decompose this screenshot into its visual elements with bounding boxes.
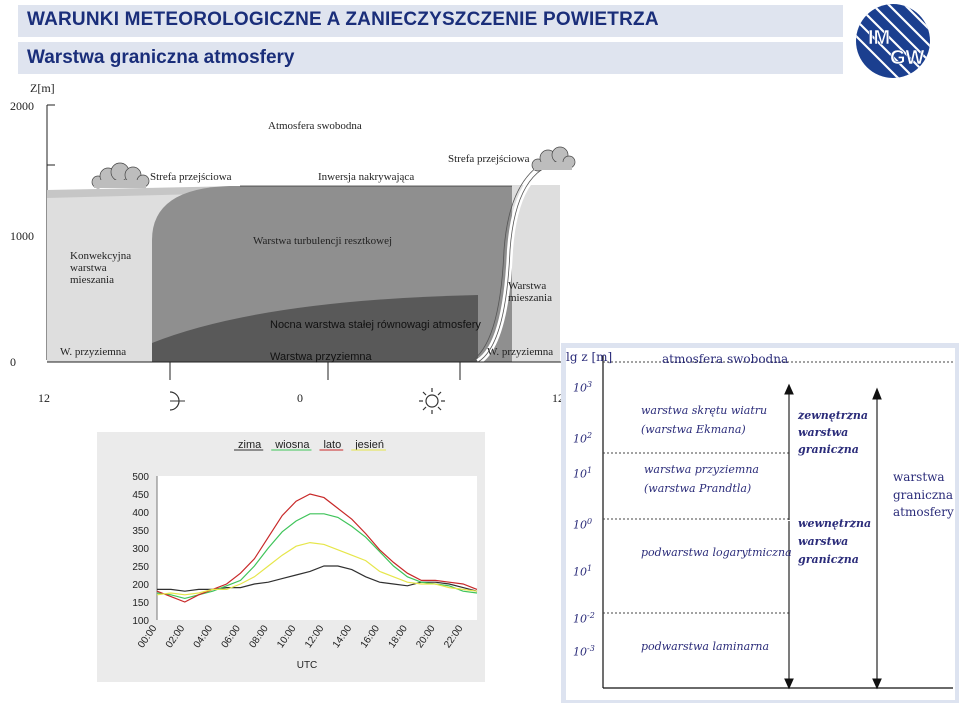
time-tick-label: 0 [297,391,303,405]
legend-label: wiosna [274,439,310,451]
lgz-axis-label: lg z [m] [566,350,613,364]
legend-label: jesień [354,439,384,451]
logo-text-im: IM [868,27,890,49]
y-tick-label: 200 [132,580,149,591]
mixed-layer-right-label: Warstwa mieszania [508,280,552,304]
y-tick-label: 1000 [10,229,34,243]
tick-1e-2: 10-2 [573,611,595,626]
entrainment-zone-right-label: Strefa przejściowa [448,153,530,165]
sun-icon [419,388,445,414]
laminar-sublayer-text: podwarstwa laminarna [641,640,770,653]
tick-1e2: 102 [573,431,593,446]
inner-bl-text-2: warstwa [798,535,849,548]
y-tick-label: 2000 [10,99,34,113]
boundary-layer-diagram [46,104,576,414]
convective-mixed-layer-label: Konwekcyjna warstwa mieszania [70,250,132,286]
subtitle-bar: Warstwa graniczna atmosfery [18,42,843,74]
surface-layer-text-2: (warstwa Prandtla) [644,482,752,495]
y-tick-label: 150 [132,598,149,609]
y-tick-label: 450 [132,490,149,501]
legend-label: zima [238,439,262,451]
y-tick-label: 500 [132,472,149,483]
entrainment-zone-left-label: Strefa przejściowa [150,171,232,183]
inner-bl-text-1: wewnętrzna [798,517,872,530]
moon-icon [169,391,185,411]
tick-1e0: 100 [573,517,593,532]
y-tick-label: 250 [132,562,149,573]
imgw-logo: IM GW [856,4,930,78]
tick-1e-1: 101 [573,564,593,579]
y-tick-label: 0 [10,355,16,369]
outer-bl-text-2: warstwa [798,426,849,439]
page-title: WARUNKI METEOROLOGICZNE A ZANIECZYSZCZEN… [27,9,659,30]
tick-1e-3: 10-3 [573,644,595,659]
surface-layer-text-1: warstwa przyziemna [644,463,759,476]
capping-inversion-label: Inwersja nakrywająca [318,171,415,183]
logo-text-gw: GW [890,47,925,69]
chart-legend: zima wiosna lato jesień [234,439,386,451]
series-line-wiosna [156,513,478,600]
abl-text-3: atmosfery [893,505,954,519]
cloud-icon [531,146,576,172]
log-sublayer-text: podwarstwa logarytmiczna [641,546,792,559]
tick-1e3: 103 [573,380,593,395]
atmospheric-layers-diagram [561,343,959,703]
y-tick-label: 100 [132,616,149,627]
surface-layer-right-label: W. przyziemna [487,346,554,358]
surface-layer-left-label: W. przyziemna [60,346,127,358]
tick-1e1: 101 [573,466,593,481]
free-atmosphere-label: Atmosfera swobodna [268,120,362,132]
free-atmosphere-text: atmosfera swobodna [662,352,789,366]
cloud-icon [91,162,150,189]
x-axis-label: UTC [297,660,318,671]
inner-bl-text-3: graniczna [798,553,859,566]
time-tick-label: 12 [38,391,50,405]
stable-boundary-layer-label: Nocna warstwa stałej równowagi atmosfery [270,319,481,331]
abl-text-2: graniczna [893,488,954,502]
y-tick-label: 350 [132,526,149,537]
title-bar: WARUNKI METEOROLOGICZNE A ZANIECZYSZCZEN… [18,5,843,37]
z-axis-label: Z[m] [30,81,55,95]
outer-bl-text-3: graniczna [798,443,859,456]
plot-area [157,476,477,620]
ekman-layer-text-2: (warstwa Ekmana) [641,423,746,436]
abl-text-1: warstwa [893,470,945,484]
residual-layer-label: Warstwa turbulencji resztkowej [253,235,393,247]
mixing-height-chart: zima wiosna lato jesień 100 150 200 250 300 350 4… [97,432,485,682]
series-line-jesień [156,541,478,596]
legend-label: lato [323,439,341,451]
ekman-layer-text-1: warstwa skrętu wiatru [641,404,768,417]
y-tick-label: 300 [132,544,149,555]
page-subtitle: Warstwa graniczna atmosfery [27,47,295,68]
surface-layer-mid-label: Warstwa przyziemna [270,351,372,363]
outer-bl-text-1: zewnętrzna [798,409,868,422]
y-tick-label: 400 [132,508,149,519]
